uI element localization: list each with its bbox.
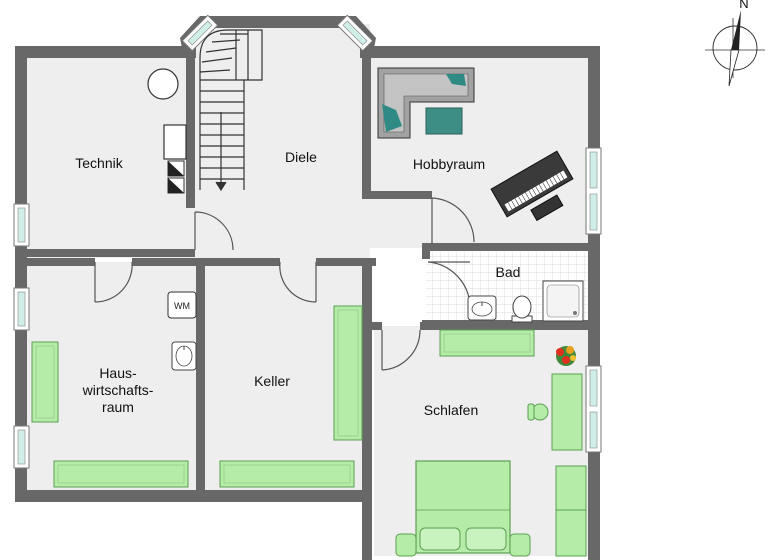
wall-keller-top-right xyxy=(316,258,376,266)
label-technik: Technik xyxy=(75,155,123,171)
label-bad: Bad xyxy=(496,264,521,280)
schlafen-dresser xyxy=(439,329,535,357)
hwr-shelf-left xyxy=(31,341,59,423)
outer-wall-bottom-left xyxy=(15,490,370,502)
sofa xyxy=(377,67,475,139)
keller-shelf-bottom xyxy=(219,460,355,488)
keller-items xyxy=(219,305,363,488)
label-hobbyraum: Hobbyraum xyxy=(413,156,485,172)
piano xyxy=(490,150,574,222)
hobby-furniture xyxy=(377,67,574,222)
wall-stair-left xyxy=(186,58,195,208)
doors xyxy=(94,197,475,371)
wall-schlafen-top xyxy=(372,322,382,330)
window-left-1 xyxy=(13,203,30,247)
room-labels: Technik Diele Hobbyraum Bad Haus- wirtsc… xyxy=(75,149,520,418)
label-diele: Diele xyxy=(285,149,317,165)
flower-plant xyxy=(556,346,576,366)
hwr-shelf-bottom xyxy=(53,460,189,488)
bad-fixtures xyxy=(467,280,584,323)
wall-hwr-keller xyxy=(196,258,205,502)
compass-north-label: N xyxy=(739,0,748,11)
door-schlafen xyxy=(381,329,421,371)
coffee-table xyxy=(425,107,463,135)
outer-wall-top-mid xyxy=(212,16,342,28)
outer-wall-top-right xyxy=(360,46,600,58)
wall-hobby-left xyxy=(362,58,371,198)
label-hwr-line1: Haus- xyxy=(99,365,137,381)
window-top-left xyxy=(181,14,219,52)
technik-equipment xyxy=(147,68,187,194)
wall-technik-bottom xyxy=(25,249,195,257)
label-hwr-line3: raum xyxy=(102,399,134,415)
wall-hobby-bottom xyxy=(362,191,432,199)
label-keller: Keller xyxy=(254,373,290,389)
washing-machine xyxy=(167,291,197,319)
label-schlafen: Schlafen xyxy=(424,402,478,418)
double-bed xyxy=(395,460,531,557)
wall-keller-right xyxy=(362,258,372,560)
staircase xyxy=(199,29,263,192)
label-hwr-line2: wirtschafts- xyxy=(82,382,154,398)
door-keller xyxy=(279,261,317,303)
window-left-3 xyxy=(13,425,30,469)
door-hobbyraum xyxy=(431,197,475,244)
wall-hwr-top-left xyxy=(25,258,95,266)
schlafen-desk xyxy=(551,373,583,451)
door-hwr xyxy=(94,261,133,303)
window-top-right xyxy=(336,14,374,52)
boiler-circle xyxy=(147,68,179,100)
window-right-1 xyxy=(585,147,602,235)
desk-chair xyxy=(527,403,549,421)
schlafen-wardrobe-2 xyxy=(555,509,587,557)
washing-machine-label: WM xyxy=(174,301,190,311)
door-technik xyxy=(194,211,234,251)
wall-bad-left xyxy=(422,243,430,259)
schlafen-items xyxy=(395,329,587,557)
windows xyxy=(13,14,602,469)
outer-wall-left xyxy=(15,46,27,502)
wall-bad-to-schlafen xyxy=(420,322,592,330)
outer-wall-right xyxy=(588,46,600,560)
hwr-items: WM xyxy=(31,291,197,488)
keller-shelf-right xyxy=(333,305,363,441)
wall-bad-top xyxy=(426,243,592,251)
heating-unit xyxy=(163,124,187,160)
window-left-2 xyxy=(13,287,30,331)
outer-wall-top-left xyxy=(15,46,196,58)
schlafen-wardrobe-1 xyxy=(555,465,587,511)
toilet-bowl xyxy=(512,295,532,319)
wall-hwr-top-right xyxy=(132,258,280,266)
compass-icon: N xyxy=(705,0,765,87)
window-right-2 xyxy=(585,365,602,453)
